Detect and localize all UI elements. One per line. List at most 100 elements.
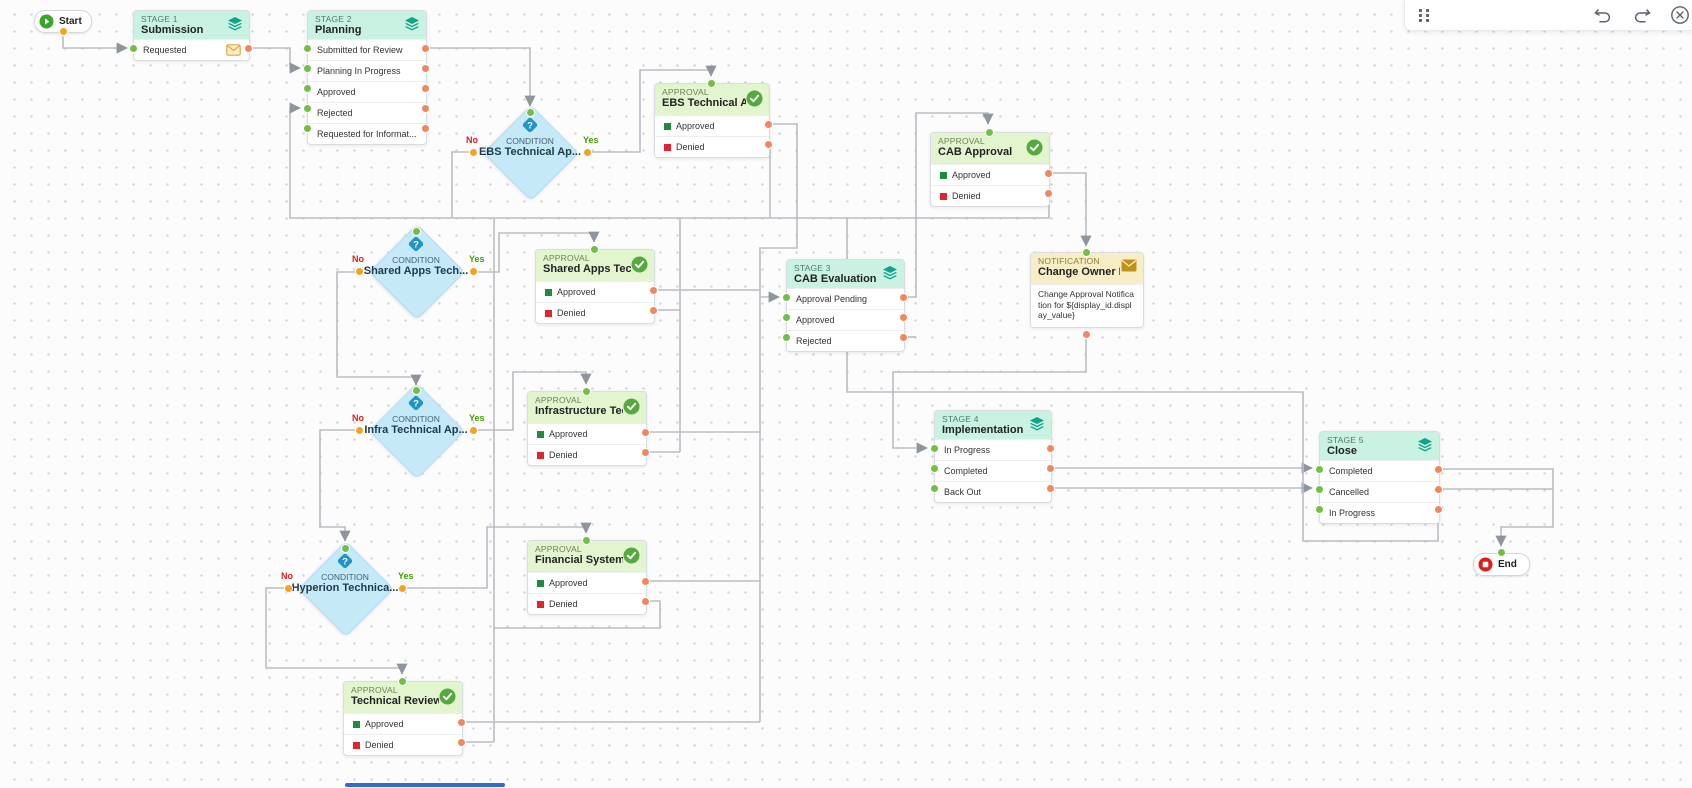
stage5-row1-input-port[interactable] — [1314, 464, 1324, 474]
node-row-cancelled[interactable]: Cancelled — [1320, 481, 1439, 502]
stage2-row1-output-port[interactable] — [420, 43, 430, 53]
cond_infra-no-port[interactable] — [354, 425, 364, 435]
node-row-in-progress[interactable]: In Progress — [1320, 502, 1439, 523]
appr_cab-row1-output-port[interactable] — [1043, 168, 1053, 178]
close-button[interactable] — [1667, 4, 1692, 26]
end-input-port[interactable] — [1496, 547, 1506, 557]
appr_tech-row2-output-port[interactable] — [456, 737, 466, 747]
appr_ebs-row2-output-port[interactable] — [763, 139, 773, 149]
appr_infra-input-port[interactable] — [581, 386, 591, 396]
appr_financial-row1-output-port[interactable] — [640, 576, 650, 586]
stage3-row2-output-port[interactable] — [898, 312, 908, 322]
node-row-approved[interactable]: Approved — [308, 81, 426, 102]
cond_hyperion-input-port[interactable] — [340, 543, 350, 553]
cond_hyperion-yes-port[interactable] — [397, 583, 407, 593]
appr_tech-row1-output-port[interactable] — [456, 717, 466, 727]
node-row-denied[interactable]: Denied — [931, 185, 1049, 206]
node-row-approved[interactable]: Approved — [931, 164, 1049, 185]
cond_hyperion-no-port[interactable] — [283, 583, 293, 593]
node-row-in-progress[interactable]: In Progress — [935, 439, 1051, 460]
node-row-approved[interactable]: Approved — [536, 281, 654, 302]
stage4-row3-output-port[interactable] — [1045, 483, 1055, 493]
stage2-row2-input-port[interactable] — [302, 63, 312, 73]
node-row-approval-pending[interactable]: Approval Pending — [787, 288, 904, 309]
appr_ebs-row1-output-port[interactable] — [763, 119, 773, 129]
node-row-denied[interactable]: Denied — [528, 444, 646, 465]
stage4-row2-output-port[interactable] — [1045, 463, 1055, 473]
stage5-row3-output-port[interactable] — [1433, 504, 1443, 514]
cond_ebs-input-port[interactable] — [525, 107, 535, 117]
appr_tech-input-port[interactable] — [397, 676, 407, 686]
stage2-row4-input-port[interactable] — [302, 103, 312, 113]
stage3-row1-output-port[interactable] — [898, 292, 908, 302]
node-row-denied[interactable]: Denied — [344, 734, 462, 755]
node-row-completed[interactable]: Completed — [1320, 460, 1439, 481]
node-row-approved[interactable]: Approved — [655, 115, 769, 136]
cond_ebs-yes-port[interactable] — [582, 147, 592, 157]
appr_shared-input-port[interactable] — [589, 244, 599, 254]
appr_infra-row2-output-port[interactable] — [640, 447, 650, 457]
stage3-row1-input-port[interactable] — [781, 292, 791, 302]
node-row-submitted-for-review[interactable]: Submitted for Review — [308, 39, 426, 60]
appr_ebs-input-port[interactable] — [706, 78, 716, 88]
stage5-row2-input-port[interactable] — [1314, 484, 1324, 494]
node-row-requested-for-informat[interactable]: Requested for Informat... — [308, 123, 426, 144]
stage2-row3-input-port[interactable] — [302, 83, 312, 93]
node-row-back-out[interactable]: Back Out — [935, 481, 1051, 502]
drag-handle-icon[interactable] — [1411, 4, 1437, 26]
node-row-rejected[interactable]: Rejected — [787, 330, 904, 351]
appr_shared-row2-output-port[interactable] — [648, 305, 658, 315]
appr_financial-input-port[interactable] — [581, 535, 591, 545]
stage2-row2-output-port[interactable] — [420, 63, 430, 73]
node-row-denied[interactable]: Denied — [528, 593, 646, 614]
stage2-row4-output-port[interactable] — [420, 103, 430, 113]
node-row-approved[interactable]: Approved — [344, 713, 462, 734]
cond_infra-yes-port[interactable] — [468, 425, 478, 435]
stage2-row1-input-port[interactable] — [302, 43, 312, 53]
start-output-port[interactable] — [58, 26, 68, 36]
stage2-row5-output-port[interactable] — [420, 123, 430, 133]
stage2-row3-output-port[interactable] — [420, 83, 430, 93]
stage5-row1-output-port[interactable] — [1433, 464, 1443, 474]
cond_shared-no-port[interactable] — [354, 266, 364, 276]
stage4-row1-output-port[interactable] — [1045, 443, 1055, 453]
node-row-completed[interactable]: Completed — [935, 460, 1051, 481]
notif-input-port[interactable] — [1081, 247, 1091, 257]
stage3-row3-output-port[interactable] — [898, 332, 908, 342]
stage2-row5-input-port[interactable] — [302, 123, 312, 133]
node-row-requested[interactable]: Requested — [134, 39, 249, 60]
stage4-row2-input-port[interactable] — [929, 463, 939, 473]
redo-button[interactable] — [1629, 4, 1655, 26]
undo-button[interactable] — [1589, 4, 1615, 26]
node-row-approved[interactable]: Approved — [528, 572, 646, 593]
appr_financial-row2-output-port[interactable] — [640, 596, 650, 606]
start-node[interactable]: Start — [34, 10, 92, 33]
appr_infra-row1-output-port[interactable] — [640, 427, 650, 437]
node-row-approved[interactable]: Approved — [528, 423, 646, 444]
cond_ebs-no-port[interactable] — [468, 147, 478, 157]
stage5-row3-input-port[interactable] — [1314, 504, 1324, 514]
appr_cab-input-port[interactable] — [984, 127, 994, 137]
appr_cab-row2-output-port[interactable] — [1043, 188, 1053, 198]
stage5-row2-output-port[interactable] — [1433, 484, 1443, 494]
stage4-row1-input-port[interactable] — [929, 443, 939, 453]
cond_infra-input-port[interactable] — [411, 385, 421, 395]
node-row-denied[interactable]: Denied — [536, 302, 654, 323]
node-row-denied[interactable]: Denied — [655, 136, 769, 157]
node-row-approved[interactable]: Approved — [787, 309, 904, 330]
